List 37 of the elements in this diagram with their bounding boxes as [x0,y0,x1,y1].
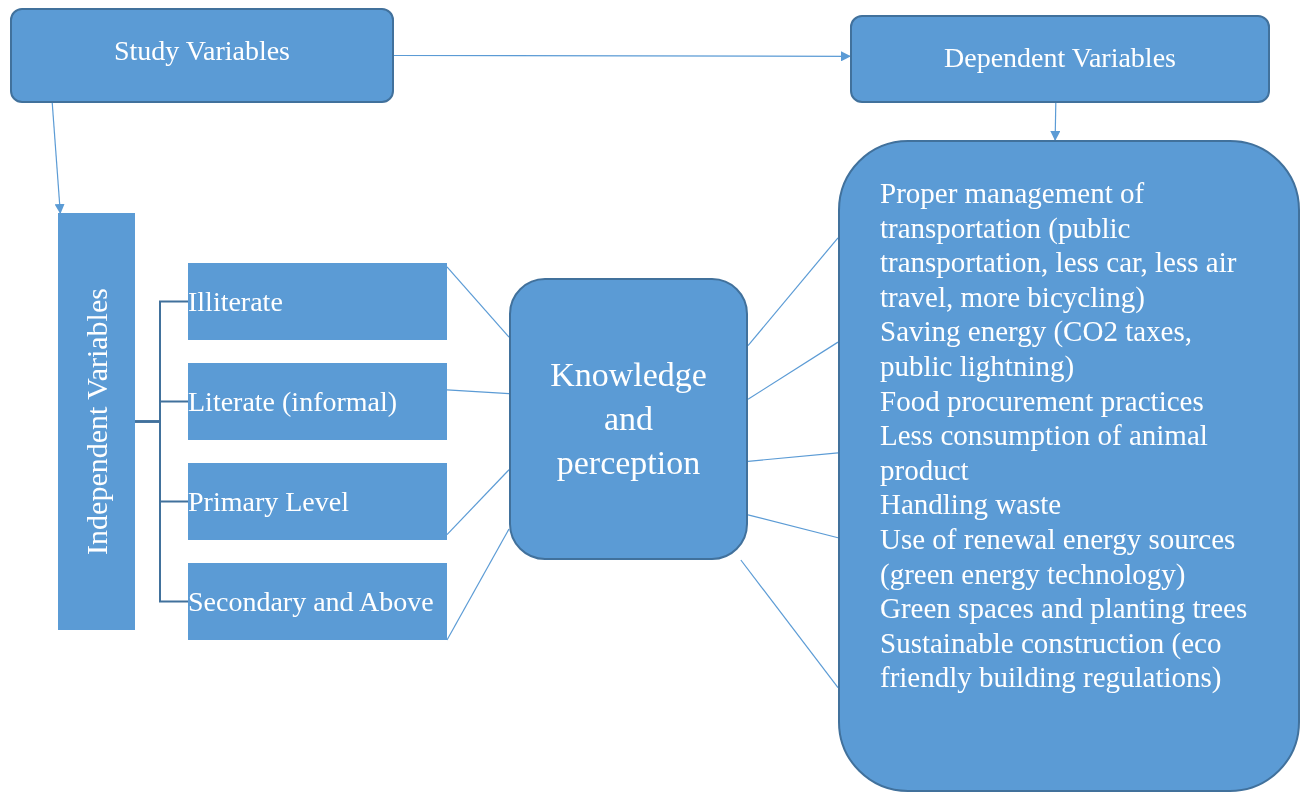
arrow [1050,102,1061,141]
node-label: Literate (informal) [188,386,398,417]
connector-line [747,452,839,462]
list-item: Use of renewal energy sources (green energy technology) [880,521,1237,592]
node-label: Study Variables [114,34,290,68]
connector-line [747,341,839,400]
list-item: Sustainable construction (eco friendly building regulations) [880,625,1223,695]
node-label: Secondary and Above [188,586,434,617]
connector-line [446,528,510,641]
rounded-box [509,278,748,560]
vertical-label-box [58,213,135,630]
connector-line [747,514,839,539]
node-label: Dependent Variables [944,41,1176,75]
node-label: Illiterate [188,286,283,317]
process-box [188,363,447,440]
arrow [51,102,65,214]
process-box [188,263,447,340]
rounded-list-box [838,140,1300,792]
connector-line [747,237,839,347]
process-box [188,563,447,640]
process-box [10,8,394,103]
connector-line [446,266,510,338]
process-box [188,463,447,540]
node-label: Independent Variables [79,288,114,555]
node-label: Knowledge and perception [549,355,708,483]
connector-line [446,469,510,536]
list-item: Handling waste [880,487,1063,522]
arrow [393,51,851,62]
node-label: Primary Level [188,486,349,517]
process-box [850,15,1270,103]
list-item: Saving energy (CO2 taxes, public lightning) [880,314,1193,384]
list-item: Proper management of transportation (public transportation, less car, less air travel, more bicycling) [880,176,1238,315]
list-item: Food procurement practices [880,383,1205,419]
list-item: Less consumption of animal product [880,418,1209,488]
connector-line [446,389,510,395]
list-item: Green spaces and planting trees [880,591,1249,626]
connector-line [740,559,839,689]
